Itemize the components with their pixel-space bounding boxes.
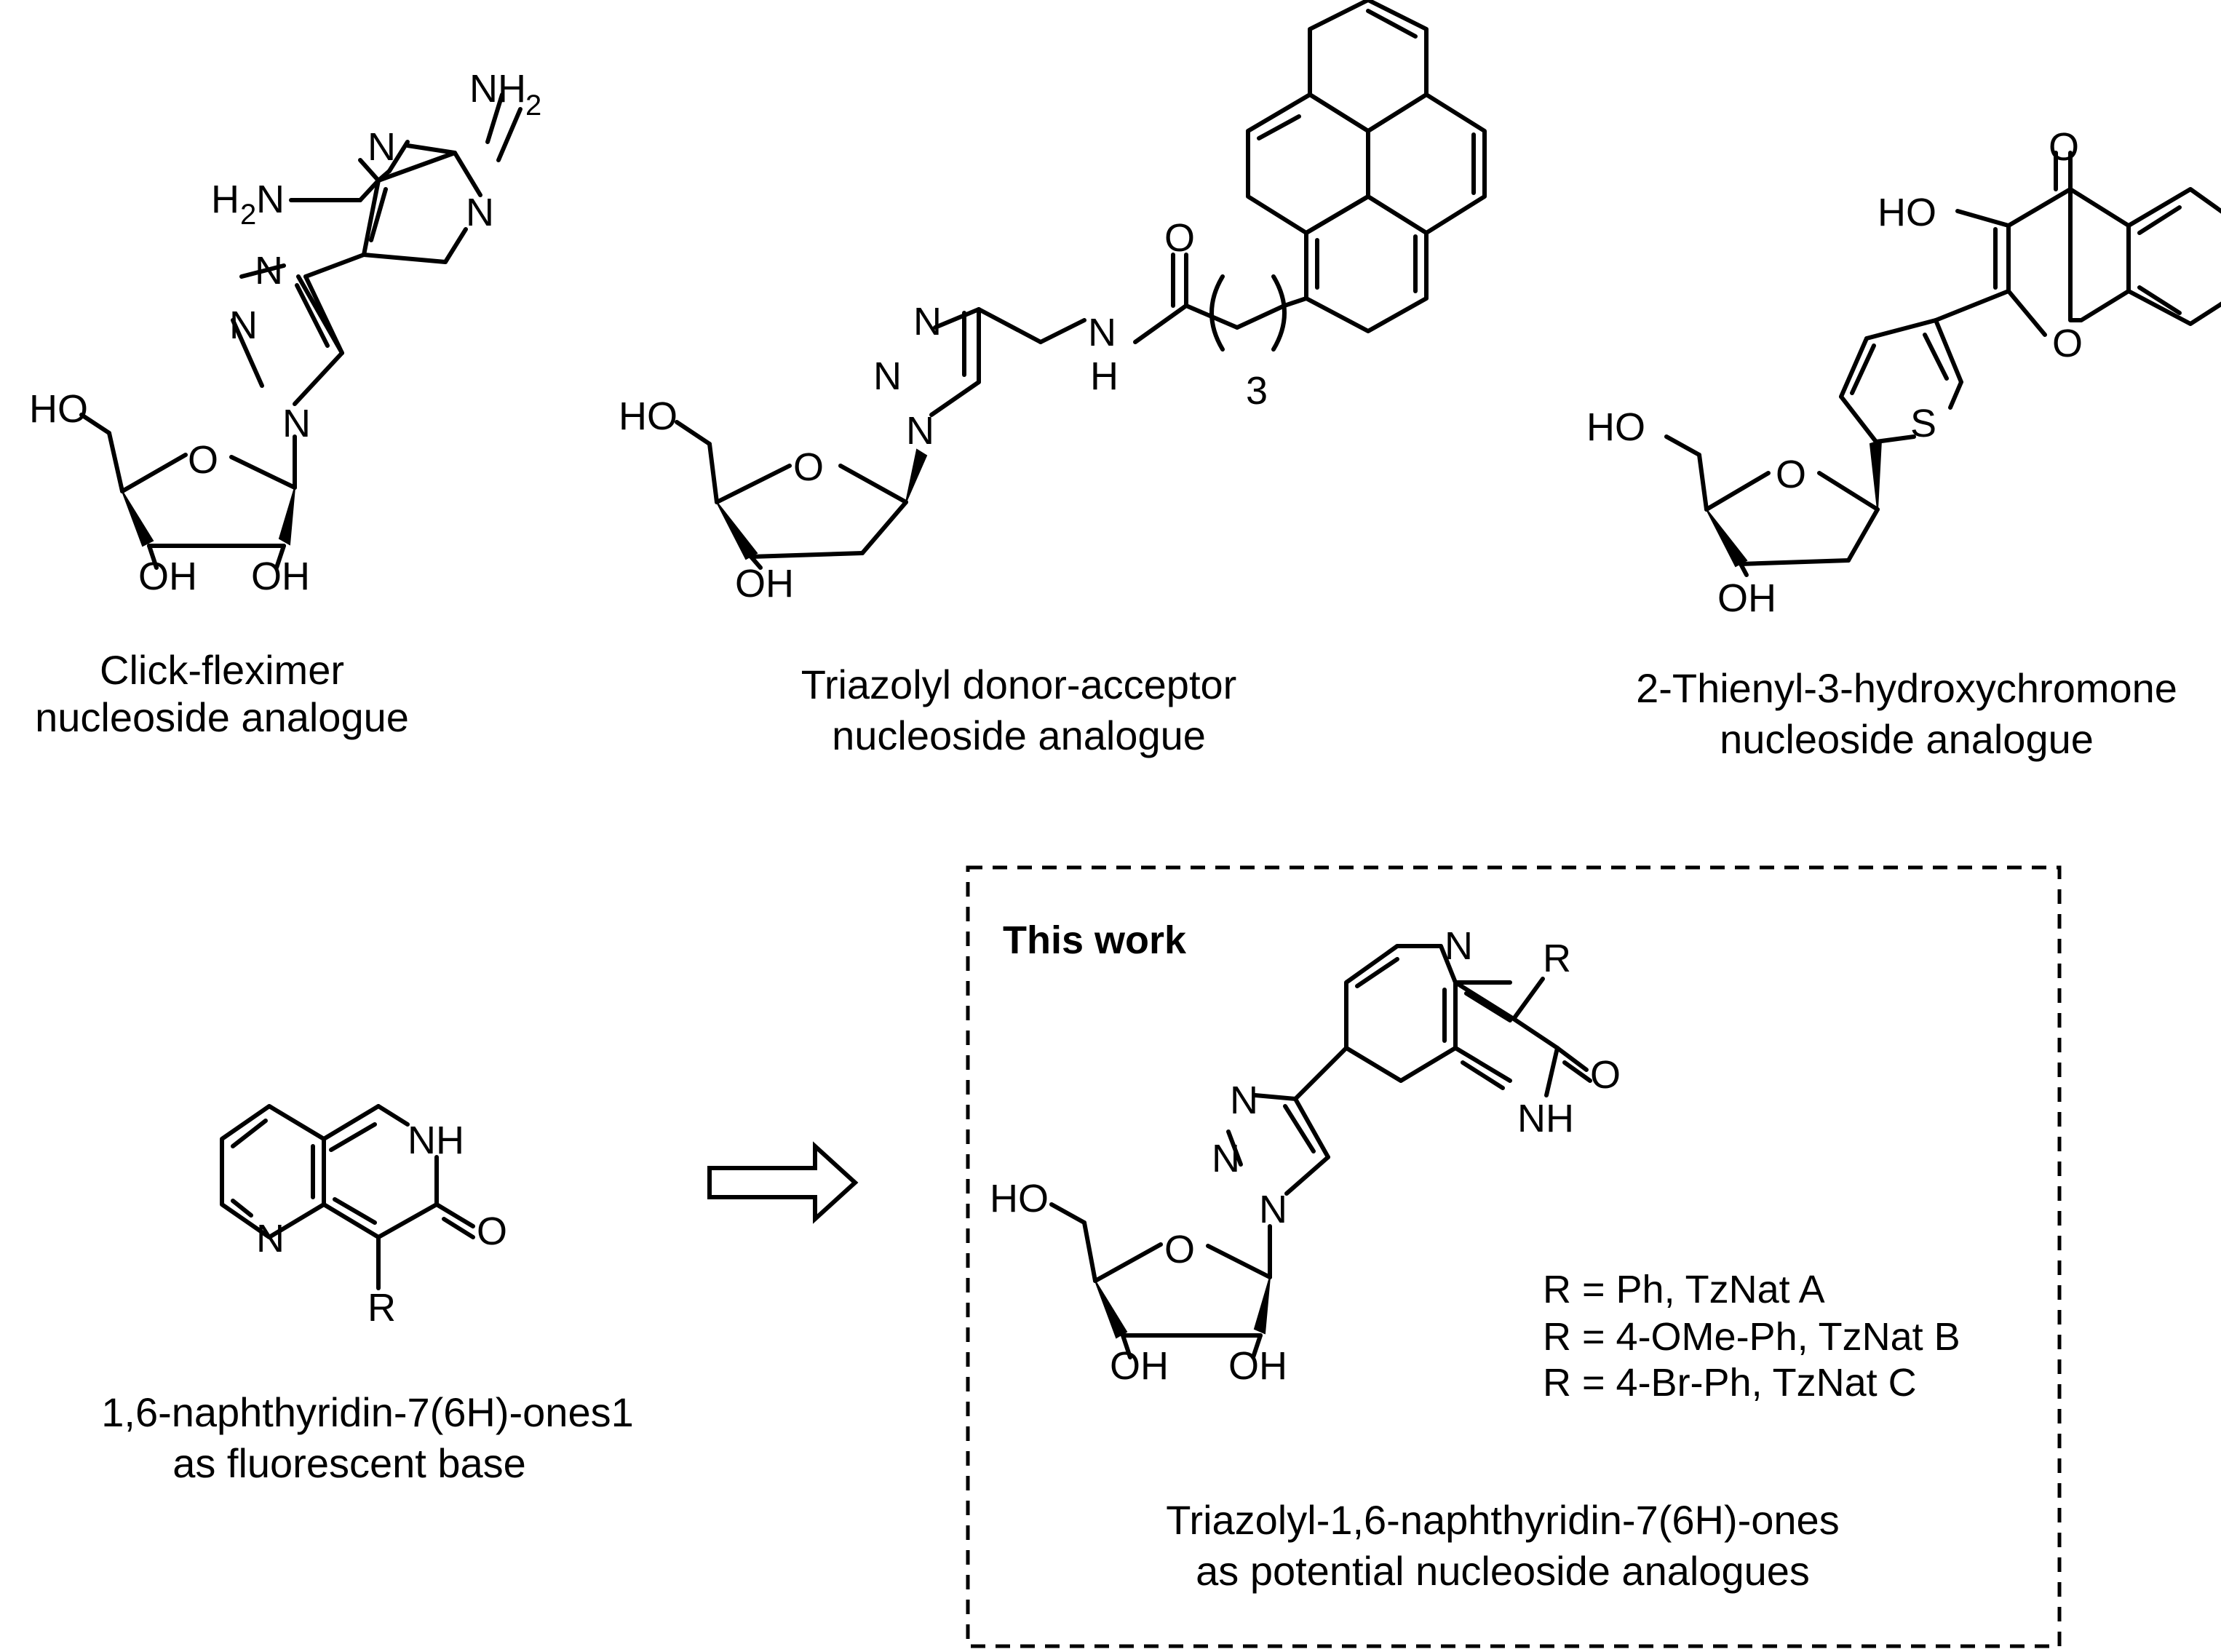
carbonyl-oxygen: O <box>477 1210 507 1253</box>
caption-thienyl: 2-Thienyl-3-hydroxychromone <box>1636 665 2177 711</box>
compound-number: 1 <box>611 1389 634 1435</box>
hydroxyl-label: HO <box>1586 405 1645 449</box>
triazole-nitrogen: N <box>906 409 934 453</box>
triazole-nitrogen: N <box>1259 1188 1287 1231</box>
hydroxyl-label: OH <box>735 562 794 605</box>
triazole-nitrogen: N <box>1230 1079 1258 1122</box>
naphthyridinone-structure: N NH O R <box>220 1104 507 1330</box>
triazole-nitrogen: N <box>873 354 902 398</box>
reaction-arrow <box>707 1141 859 1224</box>
lactam-nh: NH <box>1517 1097 1574 1140</box>
hydroxyl-label: HO <box>619 394 678 438</box>
this-work-label: This work <box>1003 918 1187 962</box>
subscript: 2 <box>525 90 541 122</box>
hydroxyl-label: OH <box>251 555 310 598</box>
r-substituent: R <box>1543 937 1571 980</box>
ring-oxygen: O <box>793 445 824 489</box>
compound-label: B <box>1934 1315 1960 1359</box>
caption-naphthyridinone: 1,6-naphthyridin-7(6H)-ones1 <box>101 1389 634 1435</box>
caption-this-work: as potential nucleoside analogues <box>1196 1548 1810 1594</box>
ring-oxygen: O <box>188 438 218 482</box>
triazole-nitrogen: N <box>282 402 311 445</box>
this-work-box <box>966 865 2062 1648</box>
ring-oxygen: O <box>1776 453 1806 496</box>
r-definition-a: R = Ph, TzNat A <box>1543 1268 1825 1311</box>
hydroxyl-label: OH <box>138 555 197 598</box>
amide-nitrogen: N <box>1088 311 1116 354</box>
thienyl-hydroxychromone-structure: O HO OH S HO O O <box>1586 125 2221 620</box>
pyrimidine-nitrogen: N <box>466 191 494 234</box>
triazole-nitrogen: N <box>1212 1137 1240 1180</box>
hydroxyl-label: HO <box>990 1177 1049 1220</box>
carbonyl-oxygen: O <box>1590 1053 1621 1097</box>
pyridine-nitrogen: N <box>1445 924 1473 968</box>
compound-label: C <box>1888 1361 1917 1405</box>
hydroxyl-label: OH <box>1228 1344 1287 1388</box>
triazole-nitrogen: N <box>229 303 258 347</box>
r-group-definitions: R = Ph, TzNat A R = 4-OMe-Ph, TzNat B R … <box>1543 1268 1960 1405</box>
triazolyl-naphthyridinone-structure: O HO OH OH N N N N R O NH <box>990 924 1621 1388</box>
hydroxyl-label: HO <box>1878 191 1936 234</box>
r-definition-text: R = 4-Br-Ph, TzNat <box>1543 1361 1888 1405</box>
caption-click-fleximer: nucleoside analogue <box>35 694 409 740</box>
triazole-nitrogen: N <box>255 249 283 293</box>
subscript: 2 <box>240 199 256 231</box>
r-definition-b: R = 4-OMe-Ph, TzNat B <box>1543 1315 1960 1359</box>
r-definition-c: R = 4-Br-Ph, TzNat C <box>1543 1361 1917 1405</box>
amino-label: H <box>211 178 239 221</box>
caption-naphthyridinone: as fluorescent base <box>172 1440 526 1486</box>
amide-hydrogen: H <box>1090 354 1119 398</box>
amino-label: N <box>256 178 285 221</box>
pyran-oxygen: O <box>2052 322 2083 365</box>
r-substituent: R <box>367 1286 396 1330</box>
carbonyl-oxygen: O <box>2049 125 2079 169</box>
r-definition-text: R = Ph, TzNat <box>1543 1268 1799 1311</box>
compound-label: A <box>1799 1268 1825 1311</box>
lactam-nh: NH <box>408 1119 464 1162</box>
hydroxyl-label: HO <box>29 387 88 431</box>
hydroxyl-label: OH <box>1110 1344 1169 1388</box>
hydroxyl-label: OH <box>1717 576 1776 620</box>
triazole-nitrogen: N <box>913 300 942 343</box>
caption-this-work: Triazolyl-1,6-naphthyridin-7(6H)-ones <box>1166 1497 1839 1543</box>
ring-oxygen: O <box>1164 1228 1195 1271</box>
r-definition-text: R = 4-OMe-Ph, TzNat <box>1543 1315 1934 1359</box>
thiophene-sulfur: S <box>1910 402 1936 445</box>
caption-text: 1,6-naphthyridin-7(6H)-ones <box>101 1389 611 1435</box>
caption-triazolyl: nucleoside analogue <box>832 712 1206 758</box>
caption-triazolyl: Triazolyl donor-acceptor <box>801 662 1237 707</box>
triazolyl-donor-acceptor-structure: O HO OH N N N N H O 3 <box>619 0 1487 605</box>
amino-label: NH <box>469 67 526 111</box>
caption-thienyl: nucleoside analogue <box>1720 716 2094 762</box>
caption-click-fleximer: Click-fleximer <box>100 647 344 693</box>
click-fleximer-structure: O HO OH OH N N N N N NH 2 H 2 N <box>29 67 541 598</box>
pyridine-nitrogen: N <box>256 1217 285 1260</box>
carbonyl-oxygen: O <box>1164 216 1195 260</box>
pyrimidine-nitrogen: N <box>367 125 396 169</box>
repeat-count: 3 <box>1246 369 1268 413</box>
